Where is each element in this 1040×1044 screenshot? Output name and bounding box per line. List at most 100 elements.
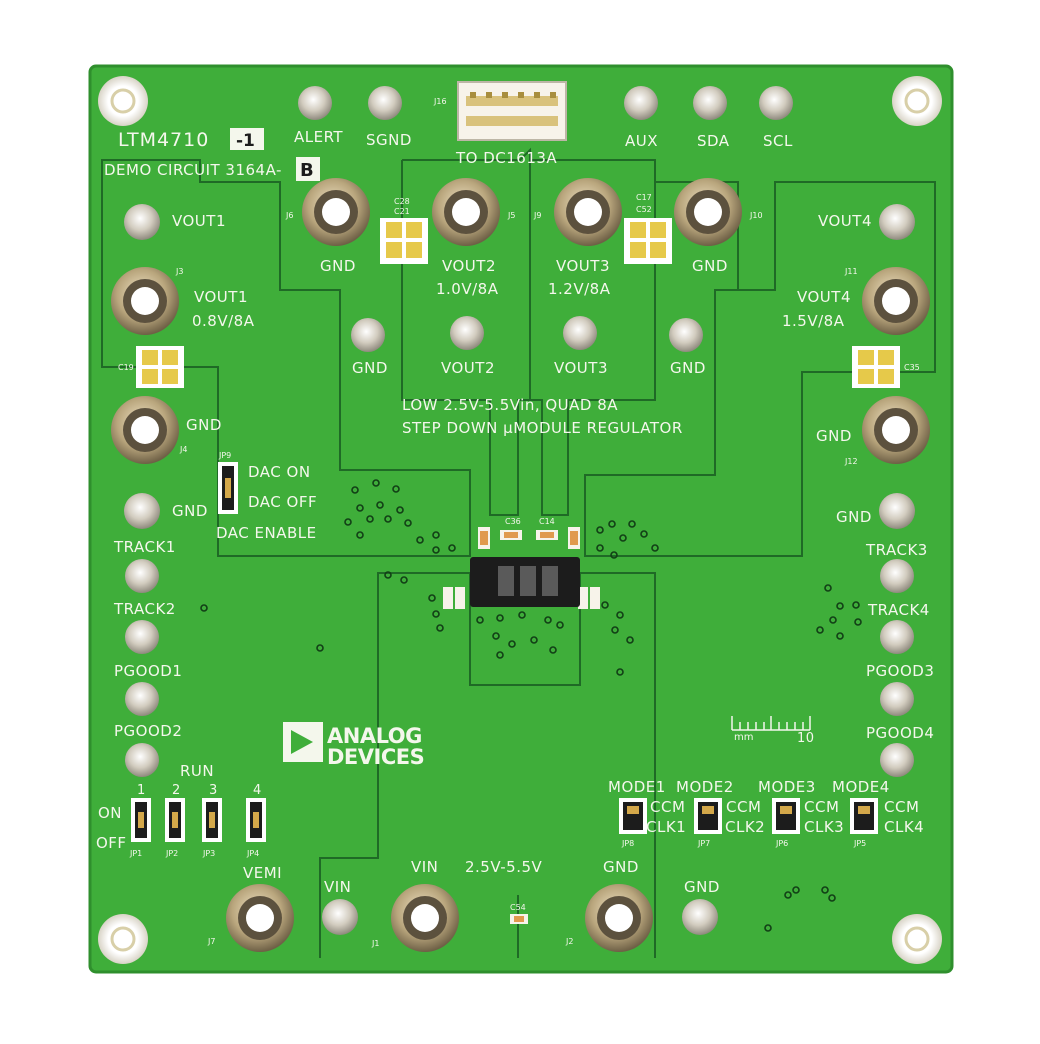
dac-on-label: DAC ON <box>248 463 311 481</box>
vout4-rating-label: 1.5V/8A <box>782 312 845 330</box>
vias <box>200 479 862 932</box>
run-off-label: OFF <box>96 834 127 852</box>
mode3-clk: CLK3 <box>804 818 844 836</box>
vout1-turret <box>124 204 160 240</box>
gnd-jack-j10-label: GND <box>692 257 728 275</box>
turret-terminals <box>124 86 915 935</box>
mode2-ccm: CCM <box>726 798 761 816</box>
sda-turret <box>693 86 727 120</box>
scl-label: SCL <box>763 132 793 150</box>
connector-label: TO DC1613A <box>455 149 557 167</box>
track4-label: TRACK4 <box>867 601 930 619</box>
copper-traces <box>101 147 936 958</box>
run-ref-jp4: JP4 <box>246 849 259 858</box>
mode2-ref: JP7 <box>697 839 710 848</box>
run-number-4: 4 <box>253 783 262 798</box>
demo-circuit-label: DEMO CIRCUIT 3164A- <box>104 161 282 179</box>
gnd-jack-j12 <box>862 396 930 464</box>
j16-header-connector <box>457 81 567 141</box>
scale-ruler <box>731 716 811 731</box>
run-jumper-jp4 <box>246 798 266 842</box>
part-number: LTM4710 <box>118 129 209 151</box>
refdes-j4: J4 <box>179 445 187 454</box>
mode2-clk: CLK2 <box>725 818 765 836</box>
mode1-ccm: CCM <box>650 798 685 816</box>
analog-devices-logo-icon <box>283 722 323 762</box>
ltm4710-module <box>470 557 580 607</box>
board-description-line1: LOW 2.5V-5.5Vin, QUAD 8A <box>402 396 618 414</box>
vout2-rating-label: 1.0V/8A <box>436 280 499 298</box>
gnd-jack-j4 <box>111 396 179 464</box>
refdes-j2: J2 <box>565 937 573 946</box>
refdes-c28: C28 <box>394 197 410 206</box>
mode4-clk: CLK4 <box>884 818 924 836</box>
mode4-ref: JP5 <box>853 839 866 848</box>
run-number-1: 1 <box>137 783 146 798</box>
run-jumper-jp2 <box>165 798 185 842</box>
gnd-jack-j10 <box>674 178 742 246</box>
gnd-jack-bottom-label: GND <box>603 858 639 876</box>
cap-pads-c28-c21 <box>380 218 428 264</box>
gnd-jack-left-label: GND <box>186 416 222 434</box>
track1-label: TRACK1 <box>113 538 176 556</box>
run-jumper-jp1 <box>131 798 151 842</box>
refdes-c19: C19 <box>118 363 134 372</box>
run-number-3: 3 <box>209 783 218 798</box>
run-ref-jp1: JP1 <box>129 849 142 858</box>
dac-jumper-ref: JP9 <box>218 451 231 460</box>
mode-jumper-jp5 <box>850 798 878 834</box>
track2-turret <box>125 620 159 654</box>
sgnd-turret <box>368 86 402 120</box>
scl-turret <box>759 86 793 120</box>
gnd-jack-j6 <box>302 178 370 246</box>
vout2-turret-label: VOUT2 <box>441 359 495 377</box>
capacitor-pads <box>136 218 900 388</box>
mode2-title: MODE2 <box>676 778 734 796</box>
pgood2-label: PGOOD2 <box>114 722 182 740</box>
mode4-title: MODE4 <box>832 778 890 796</box>
gnd-turret-bottom <box>682 899 718 935</box>
mode1-title: MODE1 <box>608 778 666 796</box>
vout3-turret <box>563 316 597 350</box>
run-ref-jp3: JP3 <box>202 849 215 858</box>
refdes-j11: J11 <box>844 267 858 276</box>
refdes-j6: J6 <box>285 211 293 220</box>
refdes-c14: C14 <box>539 517 555 526</box>
refdes-c21: C21 <box>394 207 410 216</box>
vout3-rating-label: 1.2V/8A <box>548 280 611 298</box>
vout1-rating-label: 0.8V/8A <box>192 312 255 330</box>
mode3-ref: JP6 <box>775 839 788 848</box>
refdes-j9: J9 <box>533 211 541 220</box>
scale-unit: mm <box>734 732 753 743</box>
track3-label: TRACK3 <box>865 541 928 559</box>
vout4-turret <box>879 204 915 240</box>
vin-turret <box>322 899 358 935</box>
track4-turret <box>880 620 914 654</box>
vout3-turret-label: VOUT3 <box>554 359 608 377</box>
aux-turret <box>624 86 658 120</box>
refdes-j3: J3 <box>175 267 183 276</box>
pgood2-turret <box>125 743 159 777</box>
cap-pads-c19 <box>136 346 184 388</box>
brand-line1: ANALOG <box>327 724 422 748</box>
run-on-label: ON <box>98 804 122 822</box>
run-title: RUN <box>180 762 214 780</box>
aux-label: AUX <box>625 132 658 150</box>
vout2-jack-j5 <box>432 178 500 246</box>
alert-label: ALERT <box>294 128 343 146</box>
vout1-jack-j3 <box>111 267 179 335</box>
pgood3-label: PGOOD3 <box>866 662 934 680</box>
vout3-jack-label: VOUT3 <box>556 257 610 275</box>
dac-enable-label: DAC ENABLE <box>216 524 317 542</box>
run-jumper-jp3 <box>202 798 222 842</box>
sgnd-label: SGND <box>366 131 412 149</box>
gnd-turret-center-right-label: GND <box>670 359 706 377</box>
gnd-turret-right <box>879 493 915 529</box>
gnd-jack-j2 <box>585 884 653 952</box>
dac-jumper-jp9 <box>218 462 238 514</box>
mode4-ccm: CCM <box>884 798 919 816</box>
smd-components <box>443 527 600 924</box>
gnd-jack-j6-label: GND <box>320 257 356 275</box>
vin-jack-j1 <box>391 884 459 952</box>
